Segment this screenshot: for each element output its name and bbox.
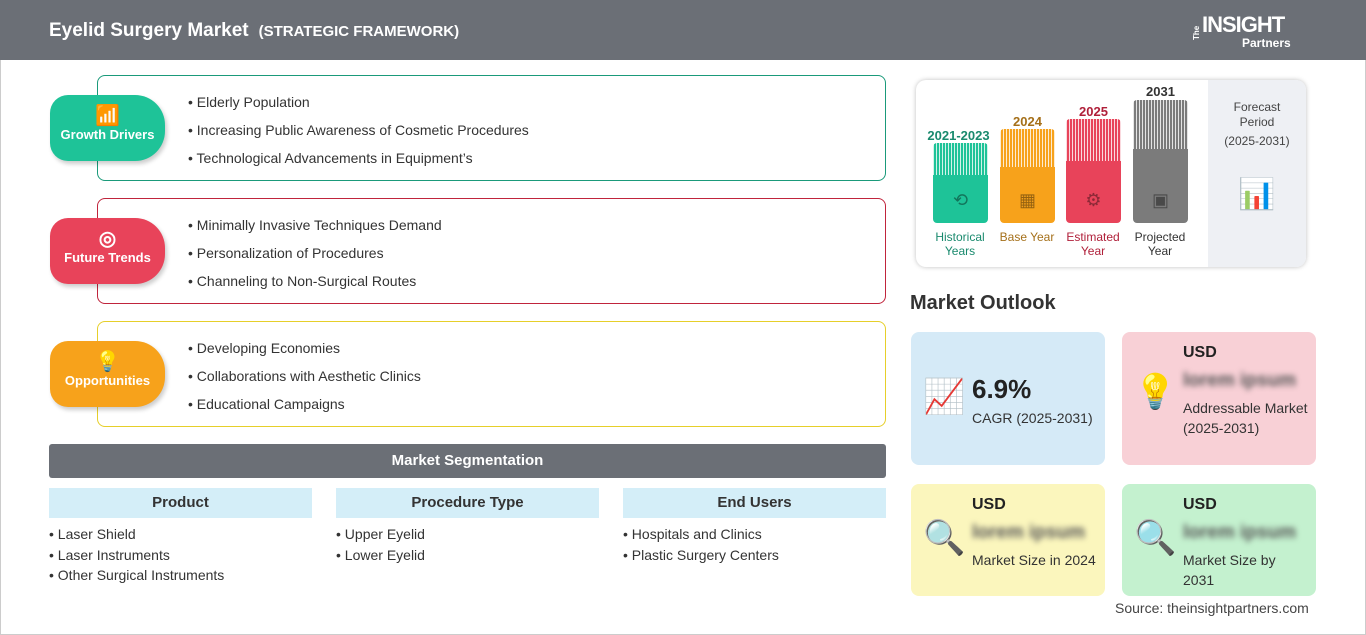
future-trends-badge: ◎Future Trends [50, 218, 165, 284]
timeline-bar-base: ▦ [1000, 129, 1055, 223]
future-trends-box: • Minimally Invasive Techniques Demand • … [97, 198, 886, 304]
cagr-value: 6.9% [972, 374, 1032, 404]
list-item: • Minimally Invasive Techniques Demand [188, 217, 442, 233]
timeline-bar-projected: ▣ [1133, 100, 1188, 223]
cagr-card: 📈 6.9% CAGR (2025-2031) [911, 332, 1105, 465]
addressable-market-card: USD lorem ipsum 💡 Addressable Market (20… [1122, 332, 1316, 465]
segment-header: Procedure Type [336, 488, 599, 518]
list-item: • Developing Economies [188, 340, 340, 356]
list-item: • Upper Eyelid [336, 526, 425, 542]
timeline-card: 2021-2023 ⟲ Historical Years 2024 ▦ Base… [916, 80, 1306, 267]
cagr-label: CAGR (2025-2031) [972, 410, 1093, 426]
timeline-year: 2024 [1013, 114, 1042, 129]
list-item: • Plastic Surgery Centers [623, 546, 779, 563]
list-item: • Technological Advancements in Equipmen… [188, 150, 473, 166]
chart-growth-icon: 📶 [95, 105, 120, 127]
timeline-bar-historical: ⟲ [933, 143, 988, 223]
header: Eyelid Surgery Market(STRATEGIC FRAMEWOR… [0, 0, 1366, 60]
target-icon: ◎ [98, 228, 117, 250]
timeline-label: Historical Years [935, 230, 985, 258]
market-outlook-title: Market Outlook [910, 292, 1056, 314]
list-item: • Hospitals and Clinics [623, 526, 762, 542]
segmentation-title: Market Segmentation [49, 444, 886, 478]
settings-chart-icon: ⚙ [1085, 190, 1102, 210]
timeline-label: Estimated Year [1066, 230, 1120, 258]
growth-drivers-box: • Elderly Population • Increasing Public … [97, 75, 886, 181]
timeline-year: 2025 [1079, 104, 1108, 119]
timeline-label: Projected Year [1134, 230, 1186, 258]
list-item: • Increasing Public Awareness of Cosmeti… [188, 122, 529, 138]
opportunities-badge: 💡Opportunities [50, 341, 165, 407]
blurred-value: lorem ipsum [972, 522, 1085, 543]
timeline-label: Base Year [999, 230, 1055, 244]
opportunities-box: • Developing Economies • Collaborations w… [97, 321, 886, 427]
currency: USD [1183, 496, 1217, 513]
magnifier-chart-icon: 🔍 [1134, 519, 1177, 557]
list-item: • Other Surgical Instruments [49, 567, 225, 583]
size-2024-label: Market Size in 2024 [972, 552, 1096, 568]
timeline-year: 2031 [1146, 84, 1175, 99]
list-item: • Educational Campaigns [188, 396, 345, 412]
segment-header: Product [49, 488, 312, 518]
source-text: Source: theinsightpartners.com [1115, 600, 1309, 616]
blurred-value: lorem ipsum [1183, 370, 1296, 391]
list-item: • Elderly Population [188, 94, 310, 110]
list-item: • Lower Eyelid [336, 546, 425, 563]
market-size-2024-card: USD lorem ipsum 🔍 Market Size in 2024 [911, 484, 1105, 596]
currency: USD [1183, 344, 1217, 361]
currency: USD [972, 496, 1006, 513]
timeline-year: 2021-2023 [927, 128, 990, 143]
list-item: • Laser Shield [49, 526, 136, 542]
magnifier-chart-icon: 🔍 [923, 519, 966, 557]
list-item: • Channeling to Non-Surgical Routes [188, 273, 417, 289]
blurred-value: lorem ipsum [1183, 522, 1296, 543]
forecast-range: (2025-2031) [1224, 134, 1290, 148]
presentation-icon: ▣ [1151, 190, 1169, 210]
addressable-label: Addressable Market (2025-2031) [1183, 400, 1308, 436]
list-item: • Collaborations with Aesthetic Clinics [188, 368, 421, 384]
analytics-illustration-icon: 📊 [1238, 178, 1276, 211]
growth-chart-icon: 📈 [923, 378, 966, 416]
forecast-period: Forecast Period (2025-2031) 📊 [1208, 80, 1306, 267]
forecast-title: Forecast Period [1233, 100, 1281, 129]
timeline-bar-estimated: ⚙ [1066, 119, 1121, 223]
size-2031-label: Market Size by 2031 [1183, 552, 1276, 588]
lightbulb-hand-icon: 💡 [95, 351, 120, 373]
page-title: Eyelid Surgery Market(STRATEGIC FRAMEWOR… [49, 20, 460, 41]
segment-end-users: End Users • Hospitals and Clinics • Plast… [623, 488, 886, 567]
list-item: • Personalization of Procedures [188, 245, 384, 261]
calendar-icon: ▦ [1018, 190, 1036, 210]
segment-procedure-type: Procedure Type • Upper Eyelid • Lower Eye… [336, 488, 599, 567]
segment-product: Product • Laser Shield • Laser Instrument… [49, 488, 312, 588]
list-item: • Laser Instruments [49, 546, 170, 563]
page-subtitle: (STRATEGIC FRAMEWORK) [258, 23, 460, 40]
lightbulb-dollar-icon: 💡 [1134, 373, 1177, 411]
history-icon: ⟲ [952, 190, 969, 210]
growth-drivers-badge: 📶Growth Drivers [50, 95, 165, 161]
segment-header: End Users [623, 488, 886, 518]
market-size-2031-card: USD lorem ipsum 🔍 Market Size by 2031 [1122, 484, 1316, 596]
